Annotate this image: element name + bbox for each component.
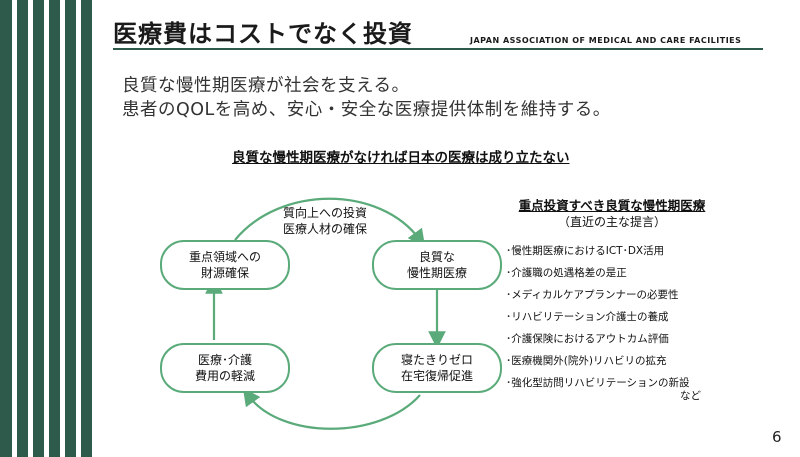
node-funding: 重点領域への 財源確保 [160, 240, 290, 290]
list-item: ･メディカルケアプランナーの必要性 [506, 289, 679, 301]
priorities-subtitle: （直近の主な提言） [557, 215, 666, 229]
list-item: ･強化型訪問リハビリテーションの新設 [506, 377, 690, 389]
node-cost-reduction-line-2: 費用の軽減 [194, 369, 255, 383]
priorities-title: 重点投資すべき良質な慢性期医療 [518, 198, 706, 213]
node-funding-line-2: 財源確保 [200, 266, 249, 280]
list-item: ･医療機関外(院外)リハビリの拡充 [506, 355, 667, 367]
node-home-return: 寝たきりゼロ 在宅復帰促進 [372, 343, 502, 393]
cycle-center-line-2: 医療人材の確保 [282, 222, 367, 236]
list-item: ･慢性期医療におけるICT･DX活用 [506, 245, 665, 257]
node-home-return-line-1: 寝たきりゼロ [400, 353, 473, 367]
node-quality-care-line-2: 慢性期医療 [406, 266, 467, 280]
lead-line-2: 患者のQOLを高め、安心・安全な医療提供体制を維持する。 [122, 100, 611, 120]
list-etc: など [680, 390, 701, 402]
title-divider [113, 48, 763, 50]
node-funding-line-1: 重点領域への [188, 250, 261, 264]
page-number: 6 [772, 428, 782, 446]
lead-line-1: 良質な慢性期医療が社会を支える。 [122, 76, 410, 96]
list-item: ･リハビリテーション介護士の養成 [506, 311, 669, 323]
slide-title: 医療費はコストでなく投資 [113, 20, 413, 48]
decorative-stripes [0, 0, 92, 457]
cycle-center-label: 質向上への投資 医療人材の確保 [270, 205, 380, 237]
node-cost-reduction-line-1: 医療･介護 [197, 353, 252, 367]
list-item: ･介護保険におけるアウトカム評価 [506, 333, 669, 345]
cycle-center-line-1: 質向上への投資 [282, 206, 367, 220]
node-quality-care-line-1: 良質な [418, 250, 455, 264]
organization-name: JAPAN ASSOCIATION OF MEDICAL AND CARE FA… [470, 36, 742, 45]
node-cost-reduction: 医療･介護 費用の軽減 [160, 343, 290, 393]
priorities-list: ･慢性期医療におけるICT･DX活用 ･介護職の処遇格差の是正 ･メディカルケア… [506, 240, 690, 394]
node-home-return-line-2: 在宅復帰促進 [400, 369, 473, 383]
subheading: 良質な慢性期医療がなければ日本の医療は成り立たない [232, 150, 570, 166]
node-quality-care: 良質な 慢性期医療 [372, 240, 502, 290]
list-item: ･介護職の処遇格差の是正 [506, 267, 627, 279]
